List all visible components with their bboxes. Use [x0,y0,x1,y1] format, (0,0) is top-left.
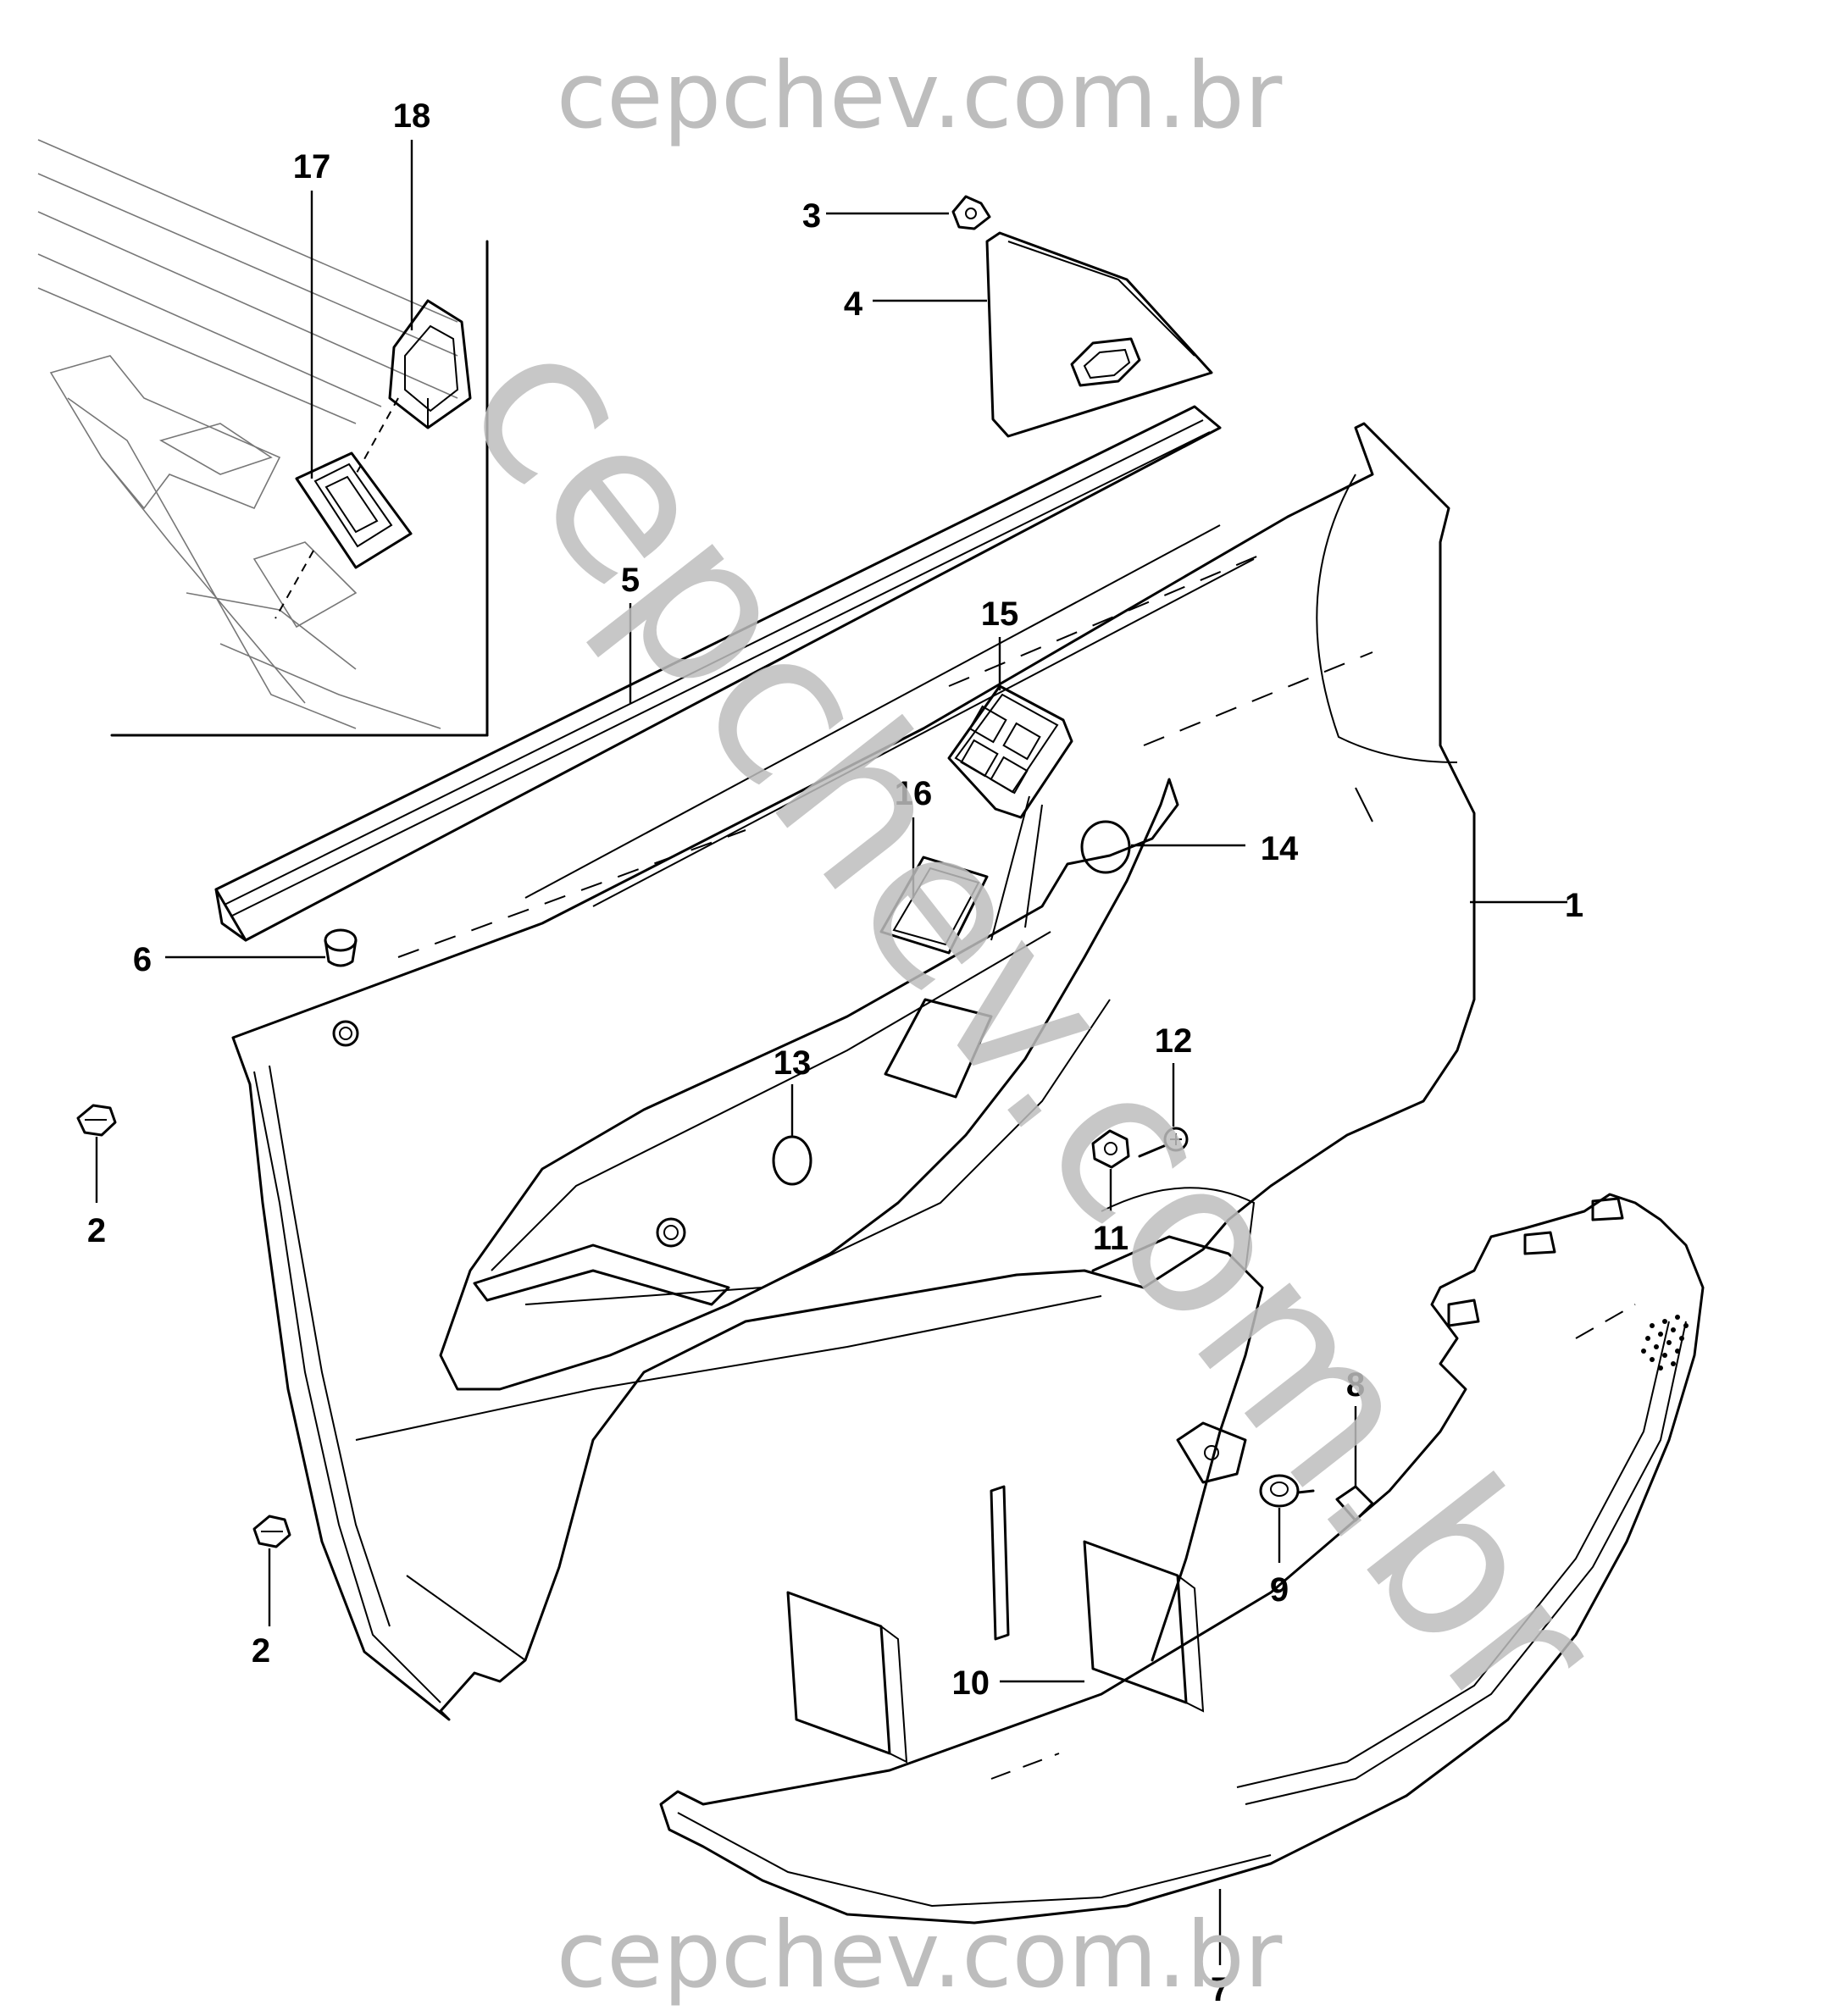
part-14-cover-cap [1080,820,1131,874]
part-10-sound-pad-right [990,1485,1205,1713]
part-4-mirror-cover [985,231,1213,438]
callout-7: 7 [1211,1971,1229,2008]
callout-12: 12 [1155,1022,1193,1060]
callout-1: 1 [1565,887,1583,924]
callout-15: 15 [981,595,1019,633]
part-8-clip-nut [1335,1485,1374,1522]
watermark-bottom: cepchev.com.br [557,1902,1283,2008]
part-18-armrest-pad [879,856,989,955]
part-1-door-trim-panel [231,422,1476,1721]
callout-2-lower: 2 [252,1632,270,1670]
speaker-grille [1641,1315,1689,1371]
handle-cup [884,998,993,1099]
part-16-switch-knob [388,299,472,429]
panel-bracket [1091,1235,1264,1662]
part-9-push-retainer [1259,1474,1315,1508]
callout-6: 6 [133,941,152,978]
watermark-top: cepchev.com.br [557,43,1283,149]
callout-9: 9 [1270,1571,1289,1609]
callout-8: 8 [1346,1366,1365,1404]
callout-13: 13 [774,1044,812,1082]
part-5-belt-molding [214,405,1222,942]
callout-14: 14 [1261,830,1299,867]
part-6-bushing [324,928,358,967]
part-10-sound-pad-left [786,1591,908,1764]
callout-2-upper: 2 [87,1212,106,1249]
part-13-plug [772,1135,812,1186]
callout-4: 4 [844,285,863,323]
part-17-switch-bezel [274,397,413,619]
callout-18: 16 [895,775,933,812]
callout-labels: 18 17 3 4 5 15 16 6 1 14 13 12 11 2 2 8 … [87,97,1583,2008]
part-12-screw [1138,1127,1189,1158]
callout-10: 10 [952,1664,990,1702]
callout-3: 3 [802,197,821,235]
watermark-diagonal: cepchev.com.br [418,285,1646,1760]
callout-11: 11 [1093,1220,1128,1257]
part-11-nut [1091,1129,1130,1169]
callout-16: 18 [393,97,431,135]
callout-17: 17 [293,148,331,186]
part-2-clip-lower [252,1515,291,1548]
part-3-clip [951,195,991,230]
leader-lines [95,140,1567,1965]
callout-5: 5 [621,562,640,599]
part-2-clip-upper [76,1104,117,1137]
